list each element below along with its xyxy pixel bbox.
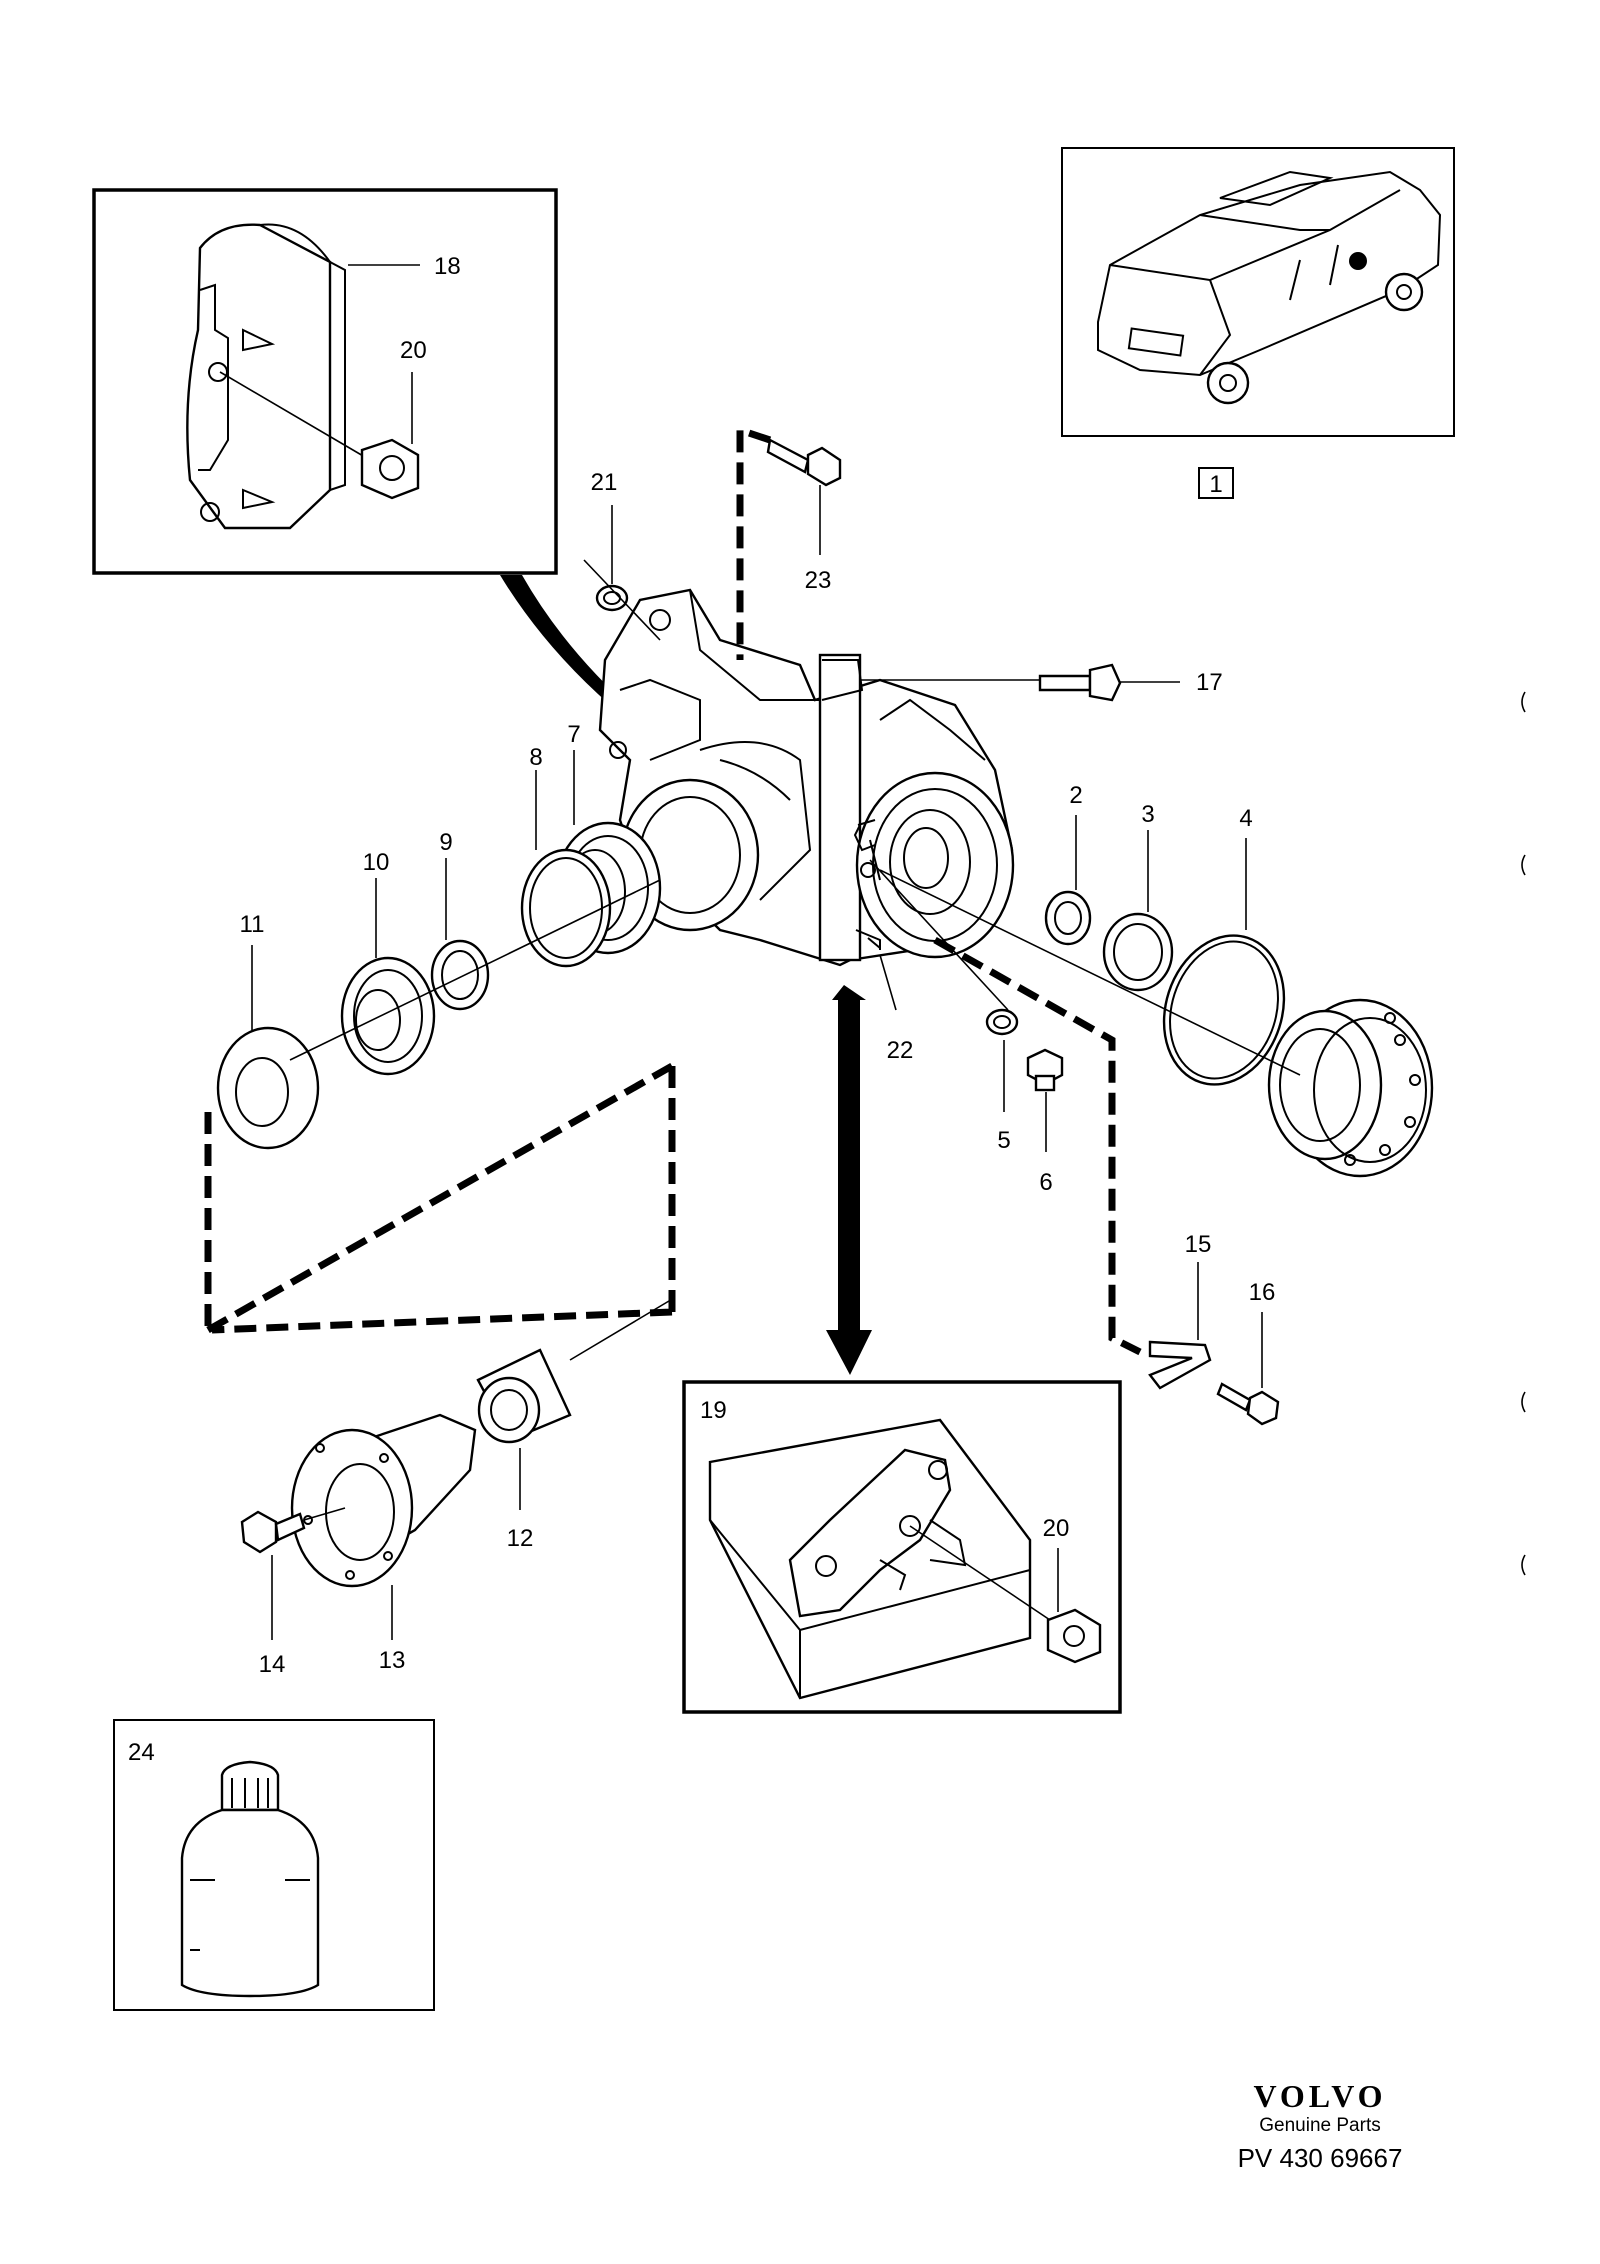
ring-9: 9	[430, 829, 490, 1011]
callout-12: 12	[507, 1525, 534, 1552]
bearing-10: 10	[340, 849, 436, 1076]
vehicle-locator-inset	[1061, 147, 1455, 437]
o-ring-4: 4	[1162, 805, 1286, 1086]
axis-line-12	[569, 1297, 675, 1361]
callout-19: 19	[700, 1397, 727, 1424]
margin-mark	[1521, 691, 1526, 713]
callout-3: 3	[1141, 801, 1154, 828]
pointer-arrow-bottom	[826, 985, 872, 1375]
mounting-bracket-18	[186, 223, 371, 530]
callout-21: 21	[591, 469, 618, 496]
seal-2: 2	[1044, 782, 1092, 946]
margin-mark	[1521, 1391, 1526, 1413]
callout-2: 2	[1069, 782, 1082, 809]
callout-4: 4	[1239, 805, 1252, 832]
brand-block: VOLVO Genuine Parts PV 430 69667	[1180, 2078, 1460, 2174]
brand-subtitle: Genuine Parts	[1259, 2115, 1381, 2136]
callout-6: 6	[1039, 1169, 1052, 1196]
callout-24: 24	[128, 1739, 155, 1766]
callout-5: 5	[997, 1127, 1010, 1154]
nut-20-top	[360, 438, 420, 500]
callout-16: 16	[1249, 1279, 1276, 1306]
bolt-16: 16	[1216, 1279, 1280, 1426]
bolt-23: 23	[766, 438, 842, 594]
oil-bottle-icon	[180, 1760, 320, 1998]
callout-7: 7	[567, 721, 580, 748]
diagram-reference: PV 430 69667	[1237, 2143, 1403, 2173]
axis-line-5	[869, 859, 1009, 1011]
callout-box-1	[1198, 467, 1234, 499]
washer-21: 21	[583, 469, 661, 641]
housing-cover-13: 13	[290, 1413, 477, 1674]
stud-22: 22	[867, 937, 914, 1064]
callout-13: 13	[379, 1647, 406, 1674]
sleeve-12: 12	[476, 1348, 572, 1552]
bolt-17: 17	[860, 663, 1223, 702]
callout-8: 8	[529, 744, 542, 771]
axis-line-left	[289, 879, 661, 1061]
nut-20-bottom	[1046, 1608, 1102, 1664]
bolt-14: 14	[240, 1507, 346, 1678]
dashed-route-15	[933, 936, 1142, 1356]
ring-3: 3	[1102, 801, 1174, 992]
callout-17: 17	[1196, 669, 1223, 696]
bracket-19-inset: 19 20	[682, 1380, 1122, 1714]
clip-15: 15	[1148, 1231, 1212, 1390]
callout-1: 1	[1209, 471, 1222, 498]
margin-mark	[1521, 854, 1526, 876]
pointer-arrow-top	[500, 575, 860, 860]
dashed-route-23	[736, 425, 772, 660]
callout-15: 15	[1185, 1231, 1212, 1258]
car-outline-icon	[1097, 170, 1442, 405]
callout-23: 23	[805, 567, 832, 594]
callout-20-top: 20	[400, 337, 427, 364]
axis-line-right	[879, 869, 1301, 1076]
callout-22: 22	[887, 1037, 914, 1064]
oil-inset: 24	[113, 1719, 435, 2011]
coupling-flange	[1267, 998, 1434, 1178]
callout-18: 18	[434, 253, 461, 280]
margin-mark	[1521, 1554, 1526, 1576]
dashed-route-left	[204, 1062, 676, 1334]
callout-9: 9	[439, 829, 452, 856]
callout-10: 10	[363, 849, 390, 876]
washer-5: 5	[985, 1008, 1019, 1154]
callout-14: 14	[259, 1651, 286, 1678]
volvo-logo: VOLVO	[1253, 2078, 1387, 2114]
mounting-bracket-19	[708, 1418, 1051, 1700]
differential-housing	[598, 588, 1015, 967]
seal-11: 11	[216, 911, 320, 1150]
callout-20-bottom: 20	[1043, 1515, 1070, 1542]
bracket-inset: 18 20	[92, 188, 558, 575]
callout-11: 11	[240, 911, 265, 938]
plug-6: 6	[1026, 1048, 1064, 1196]
